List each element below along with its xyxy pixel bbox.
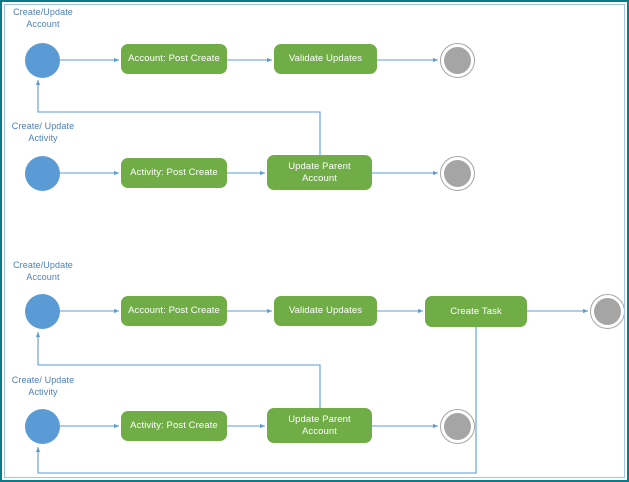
task-node-bottom-validate-updates[interactable]: Validate Updates: [274, 296, 377, 326]
start-node-top-account[interactable]: [25, 43, 60, 78]
task-node-top-validate-updates[interactable]: Validate Updates: [274, 44, 377, 74]
end-node-core-icon: [444, 160, 471, 187]
task-node-bottom-create-task[interactable]: Create Task: [425, 296, 527, 327]
task-node-bottom-activity-post-create[interactable]: Activity: Post Create: [121, 411, 227, 441]
end-node-core-icon: [594, 298, 621, 325]
end-node-bottom-account[interactable]: [590, 294, 625, 329]
end-node-core-icon: [444, 413, 471, 440]
start-node-bottom-account[interactable]: [25, 294, 60, 329]
lane-label-top-activity: Create/ Update Activity: [11, 121, 75, 143]
start-node-top-activity[interactable]: [25, 156, 60, 191]
start-node-bottom-activity[interactable]: [25, 409, 60, 444]
lane-label-bottom-activity: Create/ Update Activity: [11, 375, 75, 397]
task-node-top-activity-post-create[interactable]: Activity: Post Create: [121, 158, 227, 188]
edge-bottom-update-parent-feedback-to-account-start: [35, 332, 321, 408]
task-node-bottom-account-post-create[interactable]: Account: Post Create: [121, 296, 227, 326]
end-node-bottom-activity[interactable]: [440, 409, 475, 444]
lane-label-top-account: Create/Update Account: [13, 7, 73, 29]
task-node-top-account-post-create[interactable]: Account: Post Create: [121, 44, 227, 74]
edge-top-update-parent-feedback-to-account-start: [35, 80, 321, 155]
edge-bottom-create-task-feedback-to-activity-start: [35, 327, 477, 474]
lane-label-bottom-account: Create/Update Account: [13, 260, 73, 282]
end-node-top-activity[interactable]: [440, 156, 475, 191]
task-node-top-update-parent-account[interactable]: Update Parent Account: [267, 155, 372, 190]
task-node-bottom-update-parent-account[interactable]: Update Parent Account: [267, 408, 372, 443]
end-node-top-account[interactable]: [440, 43, 475, 78]
end-node-core-icon: [444, 47, 471, 74]
